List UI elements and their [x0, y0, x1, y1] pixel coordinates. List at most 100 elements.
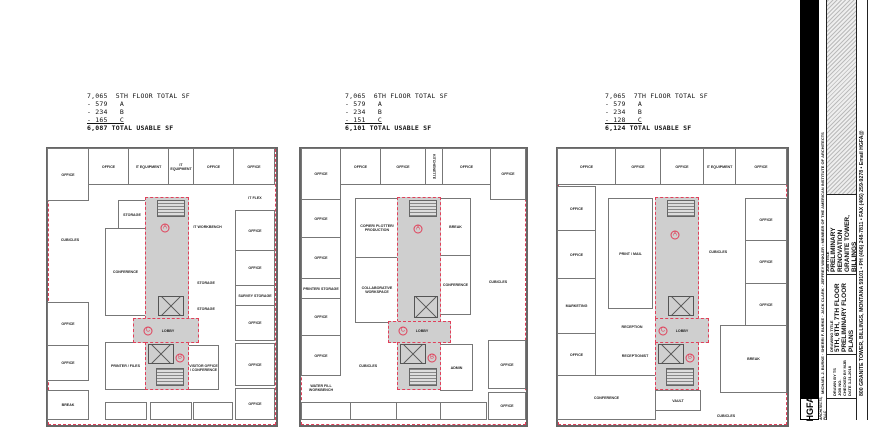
area-a: - 579 A [605, 100, 643, 108]
room-office [350, 402, 397, 420]
firm-strip: HGFA [800, 0, 819, 422]
firm-suffix: ARCHITECTS, PLLC [818, 396, 827, 420]
room-it-workbench: IT WORKBENCH [193, 225, 222, 229]
elevator [158, 296, 184, 316]
room-break: BREAK [440, 198, 471, 256]
room-office: OFFICE [235, 388, 275, 420]
usable-sf: 6,124 TOTAL USABLE SF [605, 124, 692, 132]
area-c: - 165 C [87, 116, 125, 124]
room-office: OFFICE [235, 305, 275, 341]
room-reception: RECEPTION [621, 325, 643, 329]
room-survey-storage: SURVEY STORAGE [235, 285, 275, 306]
room-storage: STORAGE [118, 200, 146, 229]
title-block: HGFA ARCHITECTS, PLLC MICHAEL J. BURKE ·… [800, 0, 870, 422]
room-office: OFFICE [745, 198, 787, 241]
room-office [150, 402, 192, 420]
area-a-marker: A [160, 223, 170, 233]
room-office: OFFICE [745, 283, 787, 326]
area-b: - 234 B [605, 108, 643, 116]
room-it-flex: IT FLEX [248, 196, 262, 200]
room-office: OFFICE [235, 343, 275, 386]
room-office: OFFICE [235, 210, 275, 251]
area-b-marker: B [685, 353, 695, 363]
room-office: OFFICE [88, 148, 129, 185]
area-c: - 128 C [605, 116, 643, 124]
room-cubicles: CUBICLES [358, 364, 378, 368]
room-office: OFFICE [735, 148, 787, 185]
elevator [414, 296, 438, 318]
room-office: OFFICE [301, 335, 341, 376]
drawing-title-cell: DRAWING TITLE 5TH, 6TH, 7TH FLOOR PRELIM… [827, 274, 856, 354]
total-sf: 7,065 5TH FLOOR TOTAL SF [87, 92, 190, 100]
room-conference: CONFERENCE [105, 228, 146, 316]
room-office: OFFICE [557, 333, 596, 376]
area-b: - 234 B [87, 108, 125, 116]
room-conference: CONFERENCE [440, 255, 471, 315]
area-c-marker: C [143, 326, 153, 336]
lobby-label: LOBBY [161, 329, 175, 333]
room-break: BREAK [720, 325, 787, 393]
stair [156, 368, 184, 386]
room-water-fill-workbench: WATER FILL WORKBENCH [308, 384, 334, 392]
elevator [668, 296, 694, 316]
room-office: OFFICE [380, 148, 426, 185]
info-row: DRAWN BY TS JOB NO. CHECKED BY MJB DATE … [825, 0, 858, 420]
room-print-mail: PRINT / MAIL [608, 198, 653, 309]
address-row: 800 GRANITE TOWER, BILLINGS, MONTANA 591… [857, 0, 868, 420]
room-cubicles: CUBICLES [708, 250, 728, 254]
room-printer-files: PRINTER / FILES [105, 342, 146, 390]
room-office: OFFICE [615, 148, 661, 185]
area-b-marker: B [427, 353, 437, 363]
room-office: OFFICE [301, 148, 341, 200]
usable-sf: 6,101 TOTAL USABLE SF [345, 124, 432, 132]
elevator [658, 344, 684, 364]
area-a-marker: A [413, 224, 423, 234]
room-conference: CONFERENCE [557, 375, 656, 420]
total-sf: 7,065 6TH FLOOR TOTAL SF [345, 92, 448, 100]
room-office: OFFICE [301, 237, 341, 279]
room-office: OFFICE [745, 240, 787, 284]
room-office: OFFICE [660, 148, 704, 185]
room-office [193, 402, 233, 420]
usable-sf: 6,087 TOTAL USABLE SF [87, 124, 174, 132]
area-a: - 579 A [87, 100, 125, 108]
room-office: OFFICE [233, 148, 275, 185]
room-office: OFFICE [557, 230, 596, 279]
area-c-marker: C [398, 326, 408, 336]
area-c: - 151 C [345, 116, 383, 124]
room-office: OFFICE [47, 345, 89, 381]
room-office: OFFICE [47, 302, 89, 346]
room-break: BREAK [47, 390, 89, 420]
room-office: OFFICE [557, 186, 596, 231]
room-cubicles: CUBICLES [716, 414, 736, 418]
floor7-area-summary: 7,065 7TH FLOOR TOTAL SF - 579 A - 234 B… [605, 92, 708, 132]
stair [409, 368, 437, 386]
area-c-marker: C [658, 326, 668, 336]
floor6-area-summary: 7,065 6TH FLOOR TOTAL SF - 579 A - 234 B… [345, 92, 448, 132]
area-b: - 234 B [345, 108, 383, 116]
room-office: OFFICE [193, 148, 234, 185]
firm-logo: HGFA [800, 396, 819, 422]
total-sf: 7,065 7TH FLOOR TOTAL SF [605, 92, 708, 100]
room-office [105, 402, 147, 420]
job-title-cell: JOB TITLE PRELIMINARY RENOVATION GRANITE… [825, 194, 858, 274]
drawn-by-cell: DRAWN BY TS JOB NO. CHECKED BY MJB DATE … [827, 354, 856, 398]
room-visitor-office: VISITOR OFFICE / CONFERENCE [188, 345, 219, 390]
room-printer-storage: PRINTER/ STORAGE [301, 278, 341, 299]
room-cubicles: CUBICLES [60, 238, 80, 242]
elevator [148, 344, 174, 364]
room-it-equipment: IT EQUIPMENT [168, 148, 194, 185]
room-admin: ADMIN [440, 344, 473, 391]
room-office: OFFICE [235, 250, 275, 286]
room-office: OFFICE [442, 148, 491, 185]
stair [666, 368, 694, 386]
room-office [440, 402, 487, 420]
stamp-area [827, 0, 856, 194]
room-storage: STORAGE [197, 307, 215, 311]
room-office: OFFICE [488, 392, 526, 420]
room-receptionist: RECEPTIONIST [621, 354, 649, 358]
room-collaborative-workspace: COLLABORATIVE WORKSPACE [355, 257, 399, 323]
room-kitchenette: KITCHENETTE [425, 148, 443, 185]
room-storage: STORAGE [197, 281, 215, 285]
area-a: - 579 A [345, 100, 383, 108]
